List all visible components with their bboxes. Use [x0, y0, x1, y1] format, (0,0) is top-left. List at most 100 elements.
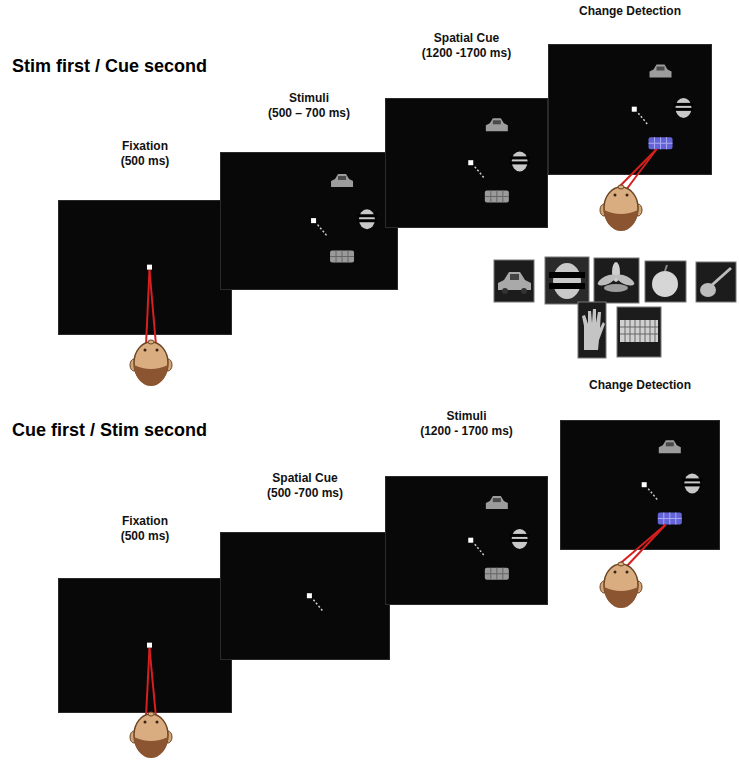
face-bar [510, 539, 530, 542]
face-bar [549, 272, 585, 278]
stimulus-face [682, 473, 702, 493]
observer-head [130, 270, 172, 386]
face-bar [510, 534, 530, 537]
condition-title: Cue first / Stim second [12, 420, 207, 441]
car-wheel [502, 288, 508, 294]
car-wheel [521, 288, 527, 294]
screen-content [221, 153, 399, 291]
stimulus-keyboard [485, 191, 509, 203]
gaze-line [146, 648, 149, 717]
trial-screen: Stimuli (500 – 700 ms) [220, 152, 398, 290]
gaze-line [626, 149, 657, 190]
keyboard-image [620, 320, 658, 342]
car-body [486, 118, 508, 131]
screen-content [561, 421, 721, 551]
spatial-cue [638, 113, 648, 125]
spatial-cue [475, 544, 485, 556]
fixation-dot [147, 643, 152, 648]
trial-screen: Change Detection [560, 420, 720, 550]
car-window [657, 67, 665, 71]
head-eye [626, 194, 629, 197]
face-bar [357, 219, 377, 222]
head-nose [148, 712, 154, 716]
face-bar [549, 283, 585, 289]
stimulus-face [510, 151, 530, 171]
head-hair [134, 737, 168, 758]
face-bar [510, 156, 530, 159]
fixation-dot [468, 538, 473, 543]
stimulus-tile [594, 258, 639, 303]
fixation-dot [468, 160, 473, 165]
head-eye [614, 571, 617, 574]
head-hair [134, 365, 168, 386]
keyboard-shape [658, 513, 682, 525]
trial-screen: Fixation (500 ms) [58, 578, 232, 713]
head-eye [614, 194, 617, 197]
screen-content [221, 533, 391, 661]
flower-petal [604, 284, 628, 292]
stimulus-car [486, 118, 508, 131]
hand-image [582, 309, 605, 350]
screen-content [549, 45, 713, 176]
fixation-dot [147, 265, 152, 270]
face-shape [684, 473, 700, 493]
apple-stem [665, 265, 667, 271]
phase-heading: Fixation (500 ms) [121, 139, 170, 169]
car-body [331, 174, 353, 187]
changed-stimulus [649, 137, 673, 149]
gaze-line [149, 270, 156, 345]
gaze-line [146, 270, 149, 345]
phase-heading: Spatial Cue (1200 -1700 ms) [422, 31, 511, 61]
face-bar [673, 103, 693, 106]
face-bar [510, 161, 530, 164]
spatial-cue [313, 600, 323, 612]
observer-head [600, 525, 666, 609]
stimulus-car [486, 496, 508, 509]
stimulus-face [510, 529, 530, 549]
phase-heading: Change Detection [589, 378, 691, 393]
spatial-cue [318, 225, 328, 237]
apple-image [652, 271, 678, 297]
fixation-dot [307, 593, 312, 598]
car-body [486, 496, 508, 509]
car-window [338, 176, 346, 180]
stimulus-tile [578, 302, 606, 358]
head-eye [626, 571, 629, 574]
trial-screen: Stimuli (1200 - 1700 ms) [385, 476, 548, 605]
stimulus-car [659, 440, 681, 453]
head-eye [156, 349, 159, 352]
stimulus-car [650, 65, 672, 78]
stimulus-tile [545, 257, 589, 304]
stimulus-tile [645, 261, 686, 302]
trial-screen: Spatial Cue (1200 -1700 ms) [385, 98, 548, 228]
head-hair [604, 587, 638, 608]
gaze-line [149, 648, 156, 717]
gaze-line [626, 525, 666, 568]
face-bar [357, 214, 377, 217]
observer-head [130, 648, 172, 758]
fixation-dot [632, 107, 637, 112]
guitar-neck [712, 268, 731, 285]
keyboard-lines [330, 251, 354, 263]
keyboard-keys [620, 320, 658, 342]
head-eye [156, 721, 159, 724]
stimulus-face [673, 98, 693, 118]
phase-heading: Fixation (500 ms) [121, 514, 170, 544]
stimulus-keyboard [330, 251, 354, 263]
head-hair [604, 210, 638, 231]
screen-content [59, 201, 233, 336]
car-body [650, 65, 672, 78]
stimulus-face [357, 209, 377, 229]
face-shape [512, 529, 528, 549]
face-shape [359, 209, 375, 229]
trial-screen: Spatial Cue (500 -700 ms) [220, 532, 390, 660]
car-window [510, 274, 519, 280]
car-body [659, 440, 681, 453]
trial-screen: Change Detection [548, 44, 712, 175]
face-bar [682, 483, 702, 486]
phase-heading: Stimuli (500 – 700 ms) [268, 91, 350, 121]
car-window [493, 120, 501, 124]
head-nose [618, 562, 624, 566]
phase-heading: Change Detection [579, 4, 681, 19]
